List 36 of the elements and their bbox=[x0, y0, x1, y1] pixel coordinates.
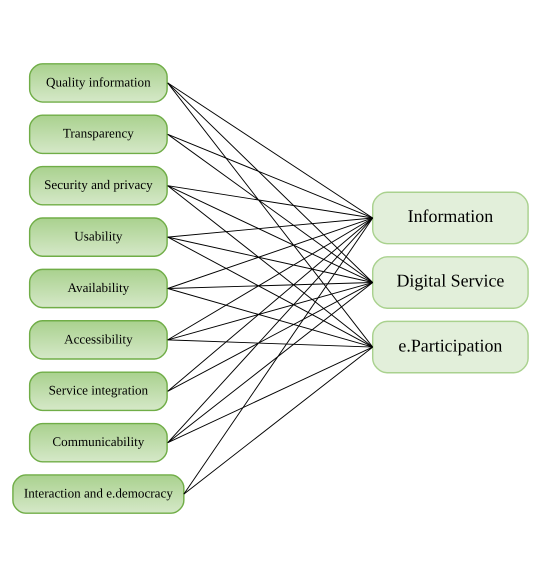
connector bbox=[167, 288, 374, 348]
node-box: Digital Service bbox=[372, 256, 529, 309]
connector bbox=[167, 134, 374, 283]
node-box: Communicability bbox=[28, 422, 168, 463]
connector bbox=[167, 282, 374, 340]
connector bbox=[167, 218, 374, 289]
connector bbox=[167, 218, 374, 392]
node-box: e.Participation bbox=[372, 320, 529, 374]
connector bbox=[167, 282, 374, 392]
connector bbox=[167, 218, 374, 444]
node-box: Security and privacy bbox=[28, 166, 168, 206]
node-box: Transparency bbox=[28, 114, 168, 154]
connector bbox=[167, 185, 374, 218]
connector bbox=[167, 282, 374, 289]
connector bbox=[167, 134, 374, 218]
connector bbox=[167, 339, 374, 348]
connector bbox=[167, 82, 374, 283]
connector bbox=[167, 82, 374, 218]
node-box: Usability bbox=[28, 217, 168, 257]
connector bbox=[167, 185, 374, 283]
connector bbox=[183, 346, 374, 495]
connector bbox=[167, 185, 374, 348]
connector bbox=[167, 236, 374, 348]
connector bbox=[167, 82, 374, 348]
connector bbox=[167, 218, 374, 340]
node-box: Accessibility bbox=[28, 320, 168, 360]
connector bbox=[167, 282, 374, 444]
connector bbox=[167, 236, 374, 283]
node-box: Interaction and e.democracy bbox=[12, 474, 185, 514]
connector bbox=[167, 346, 374, 444]
node-box: Information bbox=[372, 192, 529, 244]
node-box: Availability bbox=[28, 268, 168, 308]
node-box: Service integration bbox=[28, 371, 168, 412]
connector bbox=[167, 218, 374, 238]
node-box: Quality information bbox=[28, 63, 168, 103]
connector bbox=[183, 218, 374, 495]
